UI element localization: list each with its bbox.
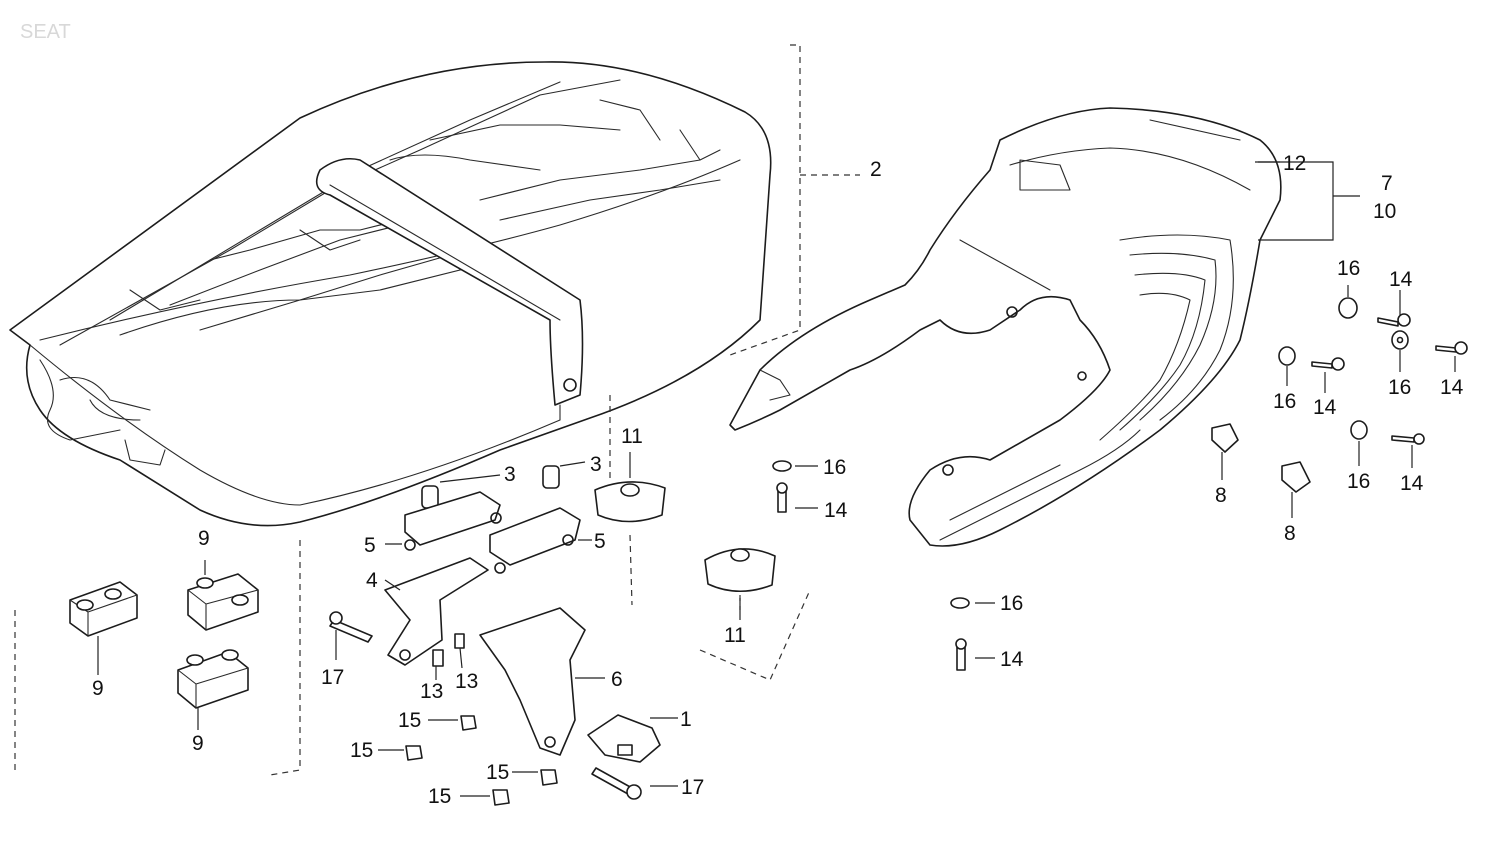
- diagram-title: SEAT: [20, 21, 71, 43]
- callout-13-b: 13: [455, 670, 478, 693]
- callout-8-b: 8: [1284, 522, 1296, 545]
- clip-8-b: [1281, 461, 1311, 493]
- callout-14-f: 14: [1000, 648, 1024, 671]
- callout-16-f: 16: [1000, 592, 1023, 615]
- hinge-3-a: [404, 485, 502, 551]
- nut-15-c: [540, 769, 558, 786]
- washer-16-b: [1391, 330, 1409, 350]
- nut-15-d: [492, 789, 510, 806]
- callout-16-a: 16: [1337, 257, 1360, 280]
- callout-14-d: 14: [1400, 472, 1424, 495]
- callout-1: 1: [680, 708, 692, 731]
- screw-13-b: [454, 633, 465, 649]
- callout-7: 7: [1381, 172, 1393, 195]
- callout-5-a: 5: [364, 534, 376, 557]
- callout-14-a: 14: [1389, 268, 1413, 291]
- bolt-17-b: [591, 767, 642, 800]
- callout-9-c: 9: [192, 732, 204, 755]
- cushion-11-b: [704, 548, 776, 593]
- nut-15-a: [460, 715, 477, 731]
- callout-15-b: 15: [350, 739, 373, 762]
- callout-14-b: 14: [1440, 376, 1464, 399]
- callout-2: 2: [870, 158, 882, 181]
- screw-13-a: [432, 649, 444, 667]
- washer-16-d: [1350, 420, 1368, 440]
- callout-16-c: 16: [1273, 390, 1296, 413]
- callout-16-e: 16: [823, 456, 846, 479]
- callout-15-c: 15: [486, 761, 509, 784]
- washer-16-c: [1278, 346, 1296, 366]
- washer-16-f: [950, 597, 970, 609]
- callout-10: 10: [1373, 200, 1396, 223]
- bracket-6: [479, 607, 586, 756]
- cushion-11-a: [594, 481, 666, 523]
- bolt-14-f: [955, 638, 967, 671]
- callout-17-a: 17: [321, 666, 344, 689]
- block-9-c: [177, 649, 249, 709]
- callout-17-b: 17: [681, 776, 704, 799]
- nut-15-b: [405, 745, 423, 761]
- callout-13-a: 13: [420, 680, 443, 703]
- callout-9-b: 9: [198, 527, 210, 550]
- clip-8-a: [1211, 423, 1239, 453]
- callout-15-d: 15: [428, 785, 451, 808]
- bolt-14-e: [776, 482, 788, 513]
- callout-3-b: 3: [590, 453, 602, 476]
- block-9-b: [187, 573, 259, 631]
- seat-cowl: [729, 107, 1360, 547]
- washer-16-e: [772, 460, 792, 472]
- bracket-4: [384, 557, 489, 666]
- callout-16-d: 16: [1347, 470, 1370, 493]
- seat-assembly: [9, 44, 860, 527]
- callout-5-b: 5: [594, 530, 606, 553]
- leader-lines: [97, 161, 1456, 797]
- bolt-14-b: [1435, 341, 1468, 355]
- callout-14-e: 14: [824, 499, 848, 522]
- callout-3-a: 3: [504, 463, 516, 486]
- washer-16-a: [1338, 297, 1358, 319]
- callout-4: 4: [366, 569, 378, 592]
- bolt-17-a: [329, 611, 373, 643]
- callout-labels: 2 12 7 10 16 14 16 14 16 14 16 14 8 8 16…: [92, 152, 1464, 808]
- bolt-14-c: [1311, 357, 1345, 371]
- callout-11-a: 11: [621, 425, 643, 448]
- callout-12: 12: [1283, 152, 1306, 175]
- callout-9-a: 9: [92, 677, 104, 700]
- bolt-14-a: [1377, 313, 1411, 327]
- callout-6: 6: [611, 668, 623, 691]
- block-9-a: [69, 581, 138, 637]
- callout-11-b: 11: [724, 624, 746, 647]
- lock-1: [587, 714, 661, 763]
- callout-15-a: 15: [398, 709, 421, 732]
- hinge-3-b: [489, 465, 581, 574]
- callout-14-c: 14: [1313, 396, 1337, 419]
- callout-8-a: 8: [1215, 484, 1227, 507]
- callout-16-b: 16: [1388, 376, 1411, 399]
- bolt-14-d: [1391, 433, 1425, 445]
